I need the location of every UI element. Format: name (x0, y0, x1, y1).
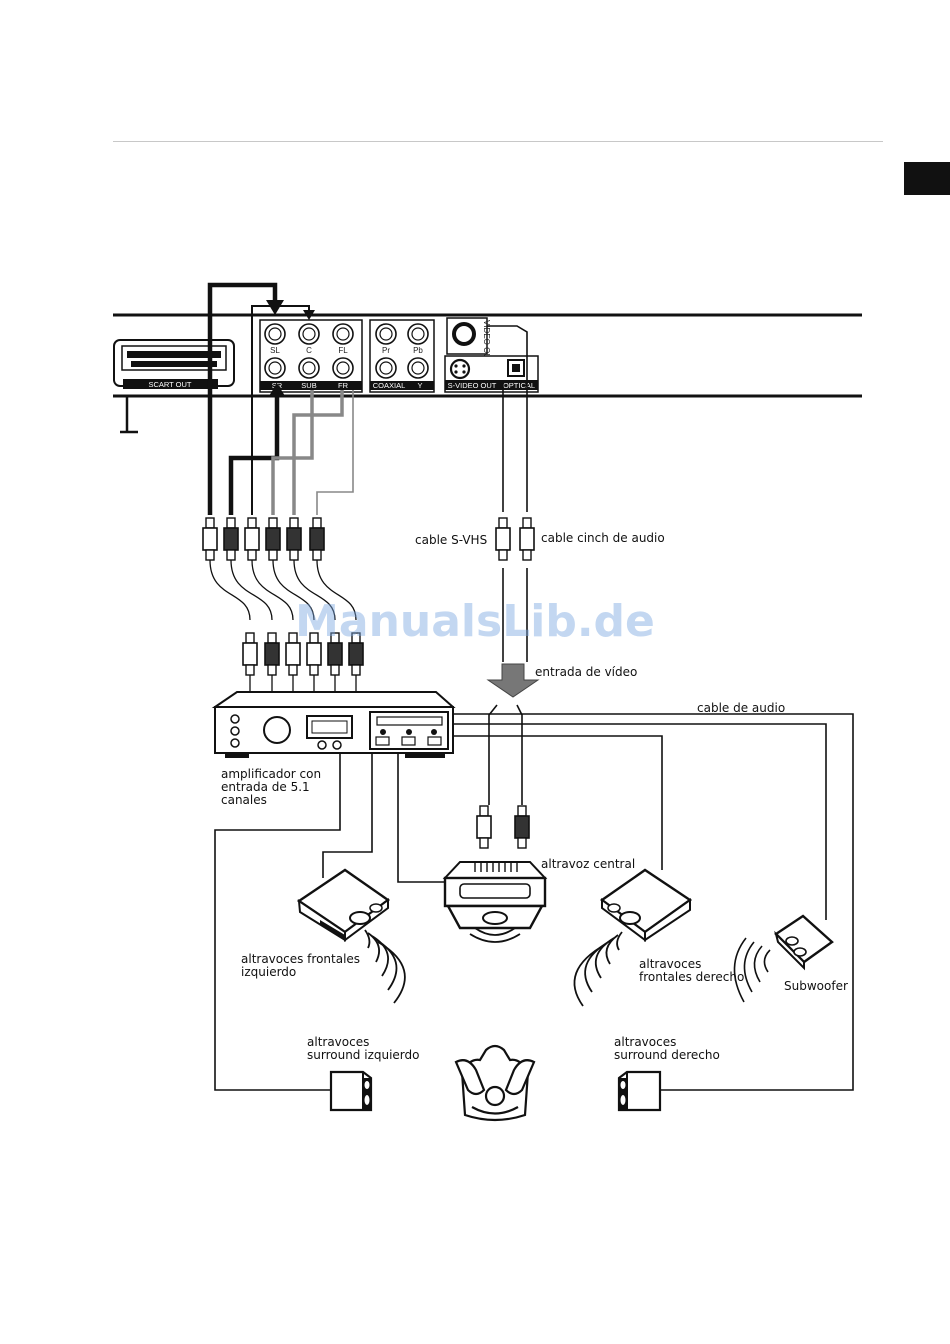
amplifier (211, 691, 456, 758)
video-outputs: VIDEO OUT S-VIDEO OUT OPTICAL (444, 317, 539, 393)
audio-cables (207, 282, 354, 515)
label-amp-line2: entrada de 5.1 (221, 780, 310, 794)
label-entrada-video: entrada de vídeo (535, 665, 637, 679)
front-right-speaker (599, 868, 693, 942)
label-surround-left-2: surround izquierdo (307, 1048, 420, 1062)
subwoofer-sound-waves (733, 937, 771, 1003)
center-speaker (442, 861, 548, 930)
optical-label: OPTICAL (503, 381, 535, 390)
label-cable-audio: cable de audio (697, 701, 785, 715)
cinch-plugs-lower (242, 632, 364, 693)
port-pb: Pb (413, 346, 423, 355)
diagram-labels: cable S-VHS cable cinch de audio entrada… (221, 531, 848, 1062)
listener-figure (454, 1044, 536, 1122)
cinch-plugs-upper (202, 517, 325, 561)
video-out-label: VIDEO OUT (482, 320, 491, 364)
center-sound-waves (469, 927, 521, 943)
page-tab-marker (904, 162, 950, 195)
surround-right-speaker (617, 1070, 662, 1112)
label-amp-line1: amplificador con (221, 767, 321, 781)
label-subwoofer: Subwoofer (784, 979, 848, 993)
dvd-back-panel: SCART OUT SL C FL SR SUB FR Pr (113, 313, 862, 434)
coaxial-label: COAXIAL (373, 381, 406, 390)
crossing-wires (209, 559, 357, 621)
label-front-left-2: izquierdo (241, 965, 296, 979)
audio-51-outputs: SL C FL SR SUB FR (259, 319, 363, 393)
label-surround-left-1: altravoces (307, 1035, 369, 1049)
label-center-speaker: altravoz central (541, 857, 635, 871)
port-pr: Pr (382, 346, 390, 355)
surround-left-speaker (329, 1070, 373, 1112)
port-fr: FR (338, 381, 349, 390)
front-left-sound-waves (364, 929, 406, 1004)
port-c: C (306, 346, 312, 355)
video-plugs-lower (476, 805, 530, 849)
front-left-speaker (296, 868, 391, 942)
watermark: ManualsLib.de (295, 596, 655, 647)
port-fl: FL (338, 346, 348, 355)
label-surround-right-2: surround derecho (614, 1048, 720, 1062)
label-cable-svhs: cable S-VHS (415, 533, 487, 547)
port-sub: SUB (301, 381, 316, 390)
video-input-arrow (486, 663, 540, 698)
svideo-out-label: S-VIDEO OUT (448, 381, 497, 390)
front-right-sound-waves (573, 931, 623, 1007)
label-cable-cinch: cable cinch de audio (541, 531, 665, 545)
subwoofer-speaker (774, 914, 834, 971)
scart-label: SCART OUT (148, 380, 191, 389)
component-outputs: Pr Pb COAXIAL Y (369, 319, 435, 393)
label-front-right-2: frontales derecho (639, 970, 744, 984)
label-surround-right-1: altravoces (614, 1035, 676, 1049)
label-front-right-1: altravoces (639, 957, 701, 971)
y-label: Y (417, 381, 422, 390)
video-plugs-upper (495, 517, 535, 561)
port-sl: SL (270, 346, 280, 355)
label-amp-line3: canales (221, 793, 267, 807)
scart-connector: SCART OUT (113, 339, 235, 389)
label-front-left-1: altravoces frontales (241, 952, 360, 966)
header-rule (113, 141, 883, 142)
video-cables (487, 325, 528, 805)
speaker-wires (214, 713, 854, 1091)
